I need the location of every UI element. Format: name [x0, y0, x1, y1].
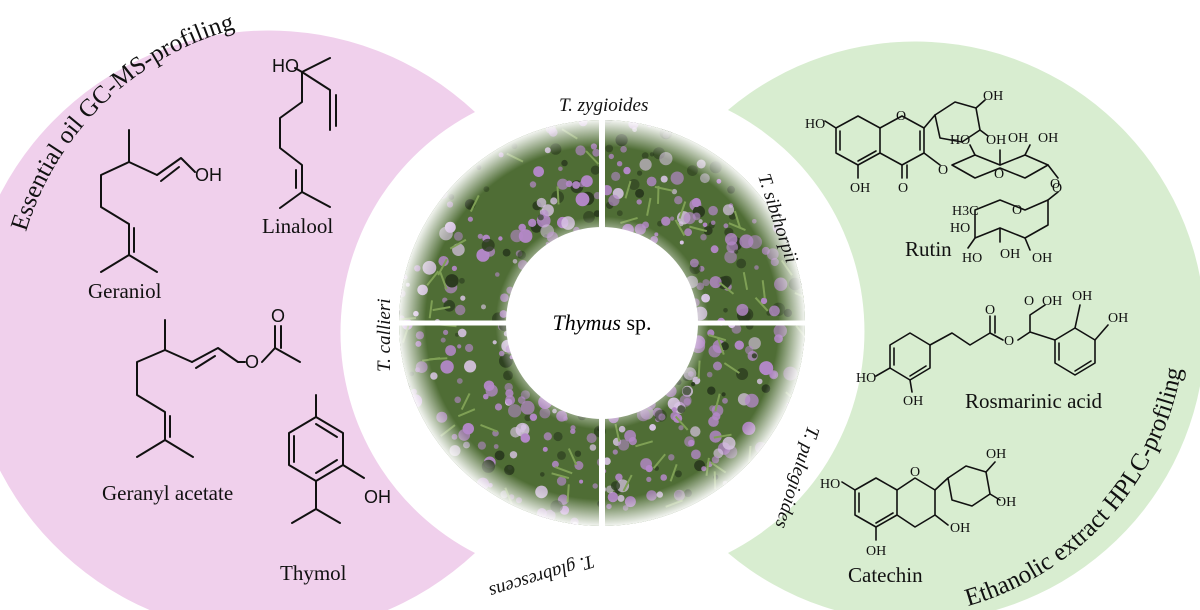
species-photo-ring	[390, 110, 815, 530]
rutin-atom-carbonyl-o: O	[898, 181, 908, 196]
geranyl-acetate-structure: O O Geranyl acetate	[102, 306, 301, 505]
geranyl-acetate-carbonyl-o: O	[271, 306, 285, 326]
species-label-bottom-left: T. glabrescens	[487, 550, 597, 602]
rutin-atom-anomeric-o: O	[1050, 177, 1060, 192]
rosmarinic-atom-ho: HO	[856, 371, 876, 386]
rutin-atom-link-o: O	[1052, 181, 1062, 196]
rutin-atom-oh-3p: OH	[986, 133, 1006, 148]
catechin-name: Catechin	[848, 563, 923, 587]
geraniol-structure: OH Geraniol	[88, 129, 222, 303]
rosmarinic-atom-acid-oh: OH	[1042, 294, 1062, 309]
rutin-atom-ho-rha-a: HO	[950, 221, 970, 236]
rutin-atom-ho-glc: HO	[950, 133, 970, 148]
rutin-atom-oh-glc-a: OH	[1008, 131, 1028, 146]
catechin-atom-oh-d: OH	[866, 544, 886, 559]
rosmarinic-atom-carbonyl-o: O	[985, 303, 995, 318]
left-crescent	[0, 30, 475, 610]
rutin-atom-ho-rha-b: HO	[962, 251, 982, 266]
rutin-atom-h3c: H3C	[952, 204, 978, 219]
rutin-atom-ring-o-glc: O	[994, 167, 1004, 182]
rutin-atom-ho-7: HO	[805, 117, 825, 132]
rosmarinic-atom-oh-b: OH	[1108, 311, 1128, 326]
rutin-atom-ring-o-rha: O	[1012, 203, 1022, 218]
catechin-atom-ho: HO	[820, 477, 840, 492]
rutin-atom-ring-o: O	[896, 109, 906, 124]
rutin-atom-oh-rha-b: OH	[1032, 251, 1052, 266]
rutin-atom-oh-glc-b: OH	[1038, 131, 1058, 146]
catechin-atom-oh-c: OH	[950, 521, 970, 536]
geraniol-name: Geraniol	[88, 279, 162, 303]
rosmarinic-acid-structure: O O O OH OH OH HO OH Rosmarinic acid	[856, 289, 1128, 413]
species-label-top: T. zygioides	[559, 95, 648, 116]
geraniol-oh-label: OH	[195, 165, 222, 185]
catechin-atom-oh-b: OH	[996, 495, 1016, 510]
rutin-name: Rutin	[905, 237, 952, 261]
rutin-atom-oh-4p: OH	[983, 89, 1003, 104]
rutin-atom-oh-5: OH	[850, 181, 870, 196]
rosmarinic-atom-oh-c: OH	[903, 394, 923, 409]
genus-label: Thymus sp.	[552, 310, 651, 335]
rutin-atom-glycoside-o: O	[938, 163, 948, 178]
geranyl-acetate-name: Geranyl acetate	[102, 481, 233, 505]
linalool-structure: HO Linalool	[262, 56, 337, 238]
rosmarinic-acid-name: Rosmarinic acid	[965, 389, 1103, 413]
right-crescent	[728, 41, 1200, 610]
linalool-ho-label: HO	[272, 56, 299, 76]
rosmarinic-atom-oh-a: OH	[1072, 289, 1092, 304]
linalool-name: Linalool	[262, 214, 333, 238]
species-label-left: T. callieri	[374, 298, 395, 372]
rosmarinic-atom-ester-o: O	[1004, 334, 1014, 349]
rutin-structure: HO OH O O OH OH O HO OH OH O O H3C O HO …	[805, 89, 1062, 266]
rosmarinic-atom-acid-o: O	[1024, 294, 1034, 309]
thymol-oh-label: OH	[364, 487, 391, 507]
rutin-atom-oh-rha-a: OH	[1000, 247, 1020, 262]
catechin-atom-ring-o: O	[910, 465, 920, 480]
thymol-name: Thymol	[280, 561, 347, 585]
thymol-structure: OH Thymol	[280, 394, 391, 585]
catechin-structure: OH OH HO O OH OH Catechin	[820, 447, 1016, 587]
geranyl-acetate-ester-o: O	[245, 352, 259, 372]
catechin-atom-oh-a: OH	[986, 447, 1006, 462]
